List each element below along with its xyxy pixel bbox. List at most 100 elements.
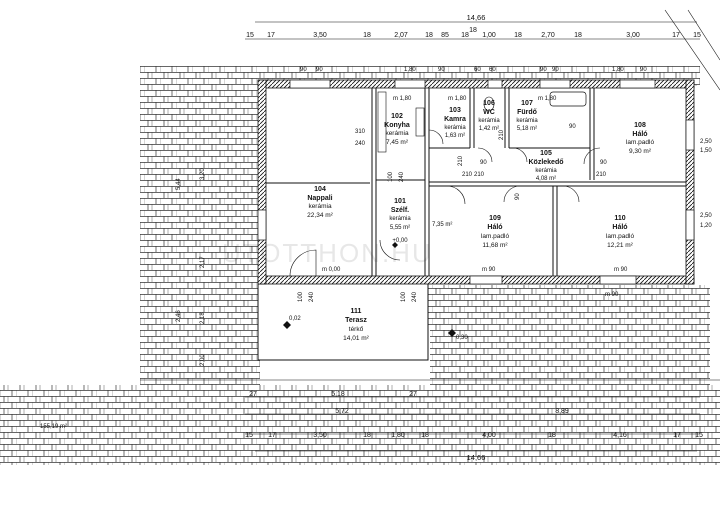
- svg-text:Szélf.: Szélf.: [391, 207, 409, 214]
- svg-text:111: 111: [351, 308, 362, 315]
- right-dim: 1,20: [700, 223, 712, 229]
- svg-text:7,45 m²: 7,45 m²: [386, 139, 409, 146]
- svg-text:102: 102: [391, 113, 403, 120]
- svg-text:kerámia: kerámia: [389, 216, 411, 222]
- outside-level-label: 0,30: [456, 335, 468, 341]
- door-label: 90: [569, 124, 576, 130]
- svg-text:9,30 m²: 9,30 m²: [629, 148, 652, 155]
- left-dim: 2,00: [200, 354, 206, 366]
- room-107: 107 Fürdő kerámia 5,18 m²: [516, 100, 538, 132]
- top-seg: 2,07: [394, 32, 408, 39]
- bottom-seg: 17: [673, 432, 681, 439]
- svg-text:Háló: Háló: [632, 131, 647, 138]
- bottom-seg: 18: [363, 432, 371, 439]
- room-labels: 104 Nappali kerámia 22,34 m² 102 Konyha …: [307, 100, 654, 342]
- top-seg: 17: [672, 32, 680, 39]
- top-seg: 18: [574, 32, 582, 39]
- svg-text:Közlekedő: Közlekedő: [528, 159, 563, 166]
- svg-text:lam.padló: lam.padló: [626, 139, 655, 146]
- bottom-mid2: 5,72: [335, 408, 349, 415]
- room-109: 109 Háló lam.padló 11,68 m²: [481, 215, 510, 249]
- svg-text:kerámia: kerámia: [444, 125, 466, 131]
- svg-text:101: 101: [394, 198, 406, 205]
- svg-text:Fürdő: Fürdő: [517, 109, 537, 116]
- top-seg: 15: [246, 32, 254, 39]
- left-dim: 5,44: [176, 178, 182, 190]
- misc-annotations: 155,19 m² 0,02 0,30 7,35 m² 310 240 m 1,…: [40, 96, 628, 430]
- svg-text:1,63 m²: 1,63 m²: [445, 133, 465, 139]
- svg-text:kerámia: kerámia: [385, 130, 409, 137]
- svg-text:12,21 m²: 12,21 m²: [607, 242, 633, 249]
- bottom-total-dimension: 14,66: [467, 453, 486, 462]
- door-label: 90: [515, 193, 521, 200]
- opening-label: 1,80: [404, 67, 416, 73]
- room-111: 111 Terasz térkő 14,01 m²: [343, 308, 369, 342]
- opening-labels: 90 90 1,80 90 60 60 90 90 1,80 90: [300, 67, 647, 73]
- svg-text:Konyha: Konyha: [384, 122, 410, 129]
- bottom-seg: 4,00: [482, 432, 496, 439]
- top-dimensions: 14,66 18 15 17 3,50 18 2,07 18 85 18 1,0…: [246, 13, 701, 39]
- opening-label: 90: [552, 67, 559, 73]
- top-secondary-dimension: 18: [469, 27, 477, 34]
- svg-text:104: 104: [314, 186, 326, 193]
- opening-label: 90: [300, 67, 307, 73]
- top-seg: 18: [461, 32, 469, 39]
- top-seg: 1,00: [482, 32, 496, 39]
- m-label: m 90: [605, 292, 619, 298]
- opening-label: 60: [474, 67, 481, 73]
- door-label: 210: [499, 129, 505, 140]
- bottom-mid2: 8,89: [555, 408, 569, 415]
- door-label: 210: [462, 172, 473, 178]
- top-seg: 3,00: [626, 32, 640, 39]
- bottom-dimensions: 27 5,18 27 5,72 8,89 15 17 3,50 18 1,80 …: [245, 391, 703, 462]
- m-label: m 90: [482, 267, 496, 273]
- left-dim: 3,20: [200, 168, 206, 180]
- door-label: 100: [401, 291, 407, 302]
- top-seg: 18: [514, 32, 522, 39]
- door-label: 100: [388, 171, 394, 182]
- svg-text:110: 110: [614, 215, 625, 222]
- svg-text:5,55 m²: 5,55 m²: [390, 225, 410, 231]
- m-label: m 1,80: [393, 96, 412, 102]
- bottom-seg: 18: [548, 432, 556, 439]
- terrace-area: [257, 279, 429, 361]
- svg-text:1,42 m²: 1,42 m²: [479, 126, 499, 132]
- m-label: m 0,00: [322, 267, 341, 273]
- svg-text:lam.padló: lam.padló: [481, 233, 510, 240]
- bottom-mid1: 27: [409, 391, 417, 398]
- terrace-level-label: 0,02: [289, 316, 301, 322]
- svg-text:Kamra: Kamra: [444, 116, 466, 123]
- room-105: 105 Közlekedő kerámia 4,08 m²: [528, 150, 563, 182]
- m-label: m 90: [614, 267, 628, 273]
- svg-text:lam.padló: lam.padló: [606, 233, 635, 240]
- svg-text:Nappali: Nappali: [307, 195, 332, 202]
- watermark-text: UTOTTHON.HU: [222, 238, 433, 268]
- bottom-seg: 15: [695, 432, 703, 439]
- svg-text:107: 107: [521, 100, 533, 107]
- door-label: 210: [474, 172, 485, 178]
- room-106: 106 WC kerámia 1,42 m²: [478, 100, 500, 132]
- left-dim: 2,17: [200, 256, 206, 268]
- kitchen-dim: 310: [355, 129, 366, 135]
- room-103: 103 Kamra kerámia 1,63 m²: [444, 107, 466, 139]
- hall-area-fragment: 7,35 m²: [432, 222, 452, 228]
- svg-text:4,08 m²: 4,08 m²: [536, 176, 556, 182]
- svg-text:kerámia: kerámia: [308, 203, 332, 210]
- bottom-mid1: 5,18: [331, 391, 345, 398]
- left-dim: 2,18: [200, 312, 206, 324]
- bottom-seg: 1,80: [391, 432, 405, 439]
- paving-area: [0, 66, 720, 510]
- bottom-seg: 18: [421, 432, 429, 439]
- opening-label: 60: [489, 67, 496, 73]
- room-102: 102 Konyha kerámia 7,45 m²: [384, 113, 410, 146]
- bottom-mid1: 27: [249, 391, 257, 398]
- door-label: 90: [480, 160, 487, 166]
- top-seg: 2,70: [541, 32, 555, 39]
- svg-text:109: 109: [489, 215, 501, 222]
- m-label: m 1,80: [448, 96, 467, 102]
- door-label: 210: [596, 172, 607, 178]
- top-seg: 3,50: [313, 32, 327, 39]
- svg-text:22,34 m²: 22,34 m²: [307, 212, 333, 219]
- opening-label: 90: [438, 67, 445, 73]
